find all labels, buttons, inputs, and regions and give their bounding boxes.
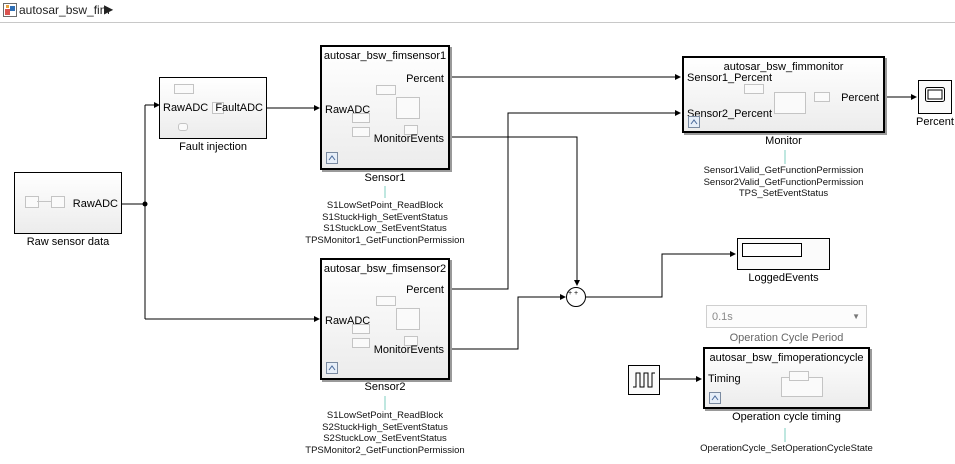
subsystem-reference-icon <box>326 152 338 164</box>
inner-preview <box>352 113 370 123</box>
sum-block[interactable]: + + <box>566 287 586 307</box>
subsystem-reference-icon <box>688 116 700 128</box>
operation-cycle-period-dropdown[interactable]: 0.1s ▼ <box>706 305 867 328</box>
sensor1-annotation-line: TPSMonitor1_GetFunctionPermission <box>305 234 465 246</box>
inner-preview <box>376 296 396 306</box>
operation-cycle-annotation: OperationCycle_SetOperationCycleState <box>690 443 883 455</box>
breadcrumb-model-name[interactable]: autosar_bsw_fim <box>19 3 110 17</box>
sensor1-port-monitorevents: MonitorEvents <box>373 133 444 145</box>
breadcrumb-expand-arrow-icon[interactable]: ▶ <box>104 2 114 16</box>
inner-preview <box>37 201 51 202</box>
scope-icon <box>925 87 945 108</box>
sensor2-annotation-line: S2StuckHigh_SetEventStatus <box>322 421 448 433</box>
inner-preview <box>404 125 418 135</box>
monitor-port-percent: Percent <box>841 92 879 104</box>
toolbar: autosar_bsw_fim ▶ <box>0 0 955 23</box>
operation-cycle-period-caption: Operation Cycle Period <box>729 332 844 344</box>
raw-sensor-caption: Raw sensor data <box>26 236 110 248</box>
sensor2-port-rawadc: RawADC <box>325 315 371 327</box>
operation-cycle-port-timing: Timing <box>708 373 741 385</box>
sensor1-subsystem-block[interactable]: autosar_bsw_fimsensor1 Percent RawADC Mo… <box>320 45 450 170</box>
sensor1-title: autosar_bsw_fimsensor1 <box>323 50 447 62</box>
logged-events-caption: LoggedEvents <box>748 272 819 284</box>
sum-signs: + + <box>568 290 579 297</box>
raw-sensor-data-block[interactable]: RawADC <box>14 172 122 234</box>
logged-events-display <box>742 243 802 257</box>
sensor2-title: autosar_bsw_fimsensor2 <box>323 263 447 275</box>
inner-preview <box>352 127 370 137</box>
operation-cycle-caption: Operation cycle timing <box>732 411 841 423</box>
simulink-model-icon[interactable] <box>3 3 17 17</box>
sensor2-annotation-line: TPSMonitor2_GetFunctionPermission <box>305 444 465 456</box>
inner-preview <box>178 123 188 131</box>
inner-preview <box>396 308 420 330</box>
sensor2-annotation-line: S2StuckLow_SetEventStatus <box>323 433 447 444</box>
inner-preview <box>51 196 65 208</box>
inner-preview <box>744 84 764 94</box>
logged-events-block[interactable] <box>737 238 830 270</box>
sensor2-annotation: S1LowSetPoint_ReadBlock S2StuckHigh_SetE… <box>285 410 485 456</box>
inner-preview <box>376 85 396 95</box>
inner-preview <box>25 196 39 208</box>
fault-injection-caption: Fault injection <box>179 141 247 153</box>
sensor1-annotation-line: S1StuckHigh_SetEventStatus <box>322 211 448 223</box>
operation-cycle-subsystem-block[interactable]: autosar_bsw_fimoperationcycle Timing <box>703 347 870 409</box>
sensor2-caption: Sensor2 <box>364 381 406 393</box>
inner-preview <box>174 84 194 94</box>
operation-cycle-title: autosar_bsw_fimoperationcycle <box>709 352 864 364</box>
inner-preview <box>404 336 418 346</box>
pulse-icon <box>632 371 656 392</box>
sensor2-port-monitorevents: MonitorEvents <box>373 344 444 356</box>
percent-scope-block[interactable] <box>918 80 952 114</box>
fault-injection-port-out: FaultADC <box>215 102 263 114</box>
sensor1-port-percent: Percent <box>406 73 444 85</box>
scope-caption: Percent <box>916 116 954 128</box>
fault-injection-block[interactable]: RawADC FaultADC <box>159 77 267 139</box>
inner-preview <box>789 371 809 381</box>
inner-preview <box>352 338 370 348</box>
fault-injection-port-in: RawADC <box>163 102 209 114</box>
operation-cycle-period-value: 0.1s <box>712 311 733 323</box>
raw-sensor-port-out: RawADC <box>72 198 118 210</box>
sensor2-annotation-line: S1LowSetPoint_ReadBlock <box>326 410 444 421</box>
subsystem-reference-icon <box>709 392 721 404</box>
sensor1-annotation: S1LowSetPoint_ReadBlock S1StuckHigh_SetE… <box>285 200 485 246</box>
inner-preview <box>814 92 830 102</box>
subsystem-reference-icon <box>326 362 338 374</box>
monitor-subsystem-block[interactable]: autosar_bsw_fimmonitor Sensor1_Percent S… <box>682 56 885 133</box>
inner-preview <box>396 97 420 119</box>
inner-preview <box>212 102 224 114</box>
sensor1-annotation-line: S1StuckLow_SetEventStatus <box>323 223 447 234</box>
monitor-port-sensor1-percent: Sensor1_Percent <box>687 72 772 84</box>
monitor-annotation: Sensor1Valid_GetFunctionPermission Senso… <box>682 165 885 200</box>
monitor-annotation-line: Sensor1Valid_GetFunctionPermission <box>703 165 864 176</box>
sensor2-port-percent: Percent <box>406 284 444 296</box>
monitor-port-sensor2-percent: Sensor2_Percent <box>687 108 772 120</box>
monitor-caption: Monitor <box>765 135 802 147</box>
inner-preview <box>774 92 806 114</box>
sensor1-caption: Sensor1 <box>364 172 406 184</box>
monitor-annotation-line: Sensor2Valid_GetFunctionPermission <box>703 176 864 188</box>
pulse-generator-block[interactable] <box>628 365 660 395</box>
monitor-annotation-line: TPS_SetEventStatus <box>738 188 829 199</box>
sensor1-annotation-line: S1LowSetPoint_ReadBlock <box>326 200 444 211</box>
sensor2-subsystem-block[interactable]: autosar_bsw_fimsensor2 Percent RawADC Mo… <box>320 258 450 380</box>
sensor1-port-rawadc: RawADC <box>325 104 371 116</box>
chevron-down-icon: ▼ <box>852 312 860 321</box>
operation-cycle-annotation-line: OperationCycle_SetOperationCycleState <box>700 443 873 454</box>
inner-preview <box>352 324 370 334</box>
monitor-title: autosar_bsw_fimmonitor <box>723 61 844 73</box>
